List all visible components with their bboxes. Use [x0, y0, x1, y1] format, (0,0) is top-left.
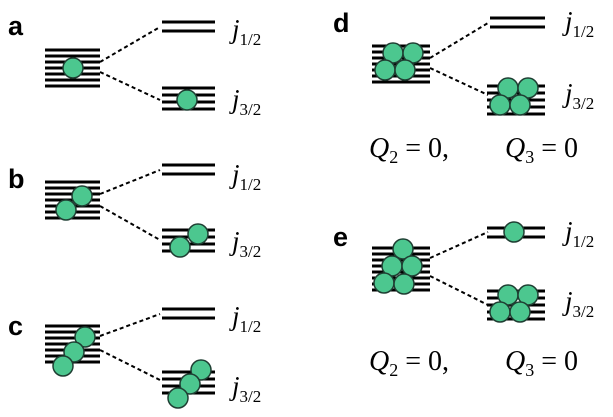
panel-label-b: b	[8, 164, 25, 194]
j12-label: j1/2	[229, 159, 261, 194]
particle	[74, 326, 96, 348]
j12-label: j1/2	[229, 14, 261, 49]
j12-label: j1/2	[562, 216, 594, 251]
particle	[401, 255, 423, 277]
particle	[167, 387, 189, 409]
particle	[52, 355, 74, 377]
particle	[489, 94, 511, 116]
transition-line-upper	[99, 313, 161, 337]
transition-line-upper	[429, 231, 489, 259]
particle	[176, 89, 198, 111]
j32-label: j3/2	[229, 371, 261, 406]
particle	[373, 272, 395, 294]
transition-line-upper	[99, 169, 161, 195]
j32-label: j3/2	[562, 78, 594, 113]
particle	[62, 57, 84, 79]
particle	[503, 221, 525, 243]
panel-a: a j1/2 j3/2	[8, 11, 261, 119]
transition-line-lower	[99, 205, 161, 241]
panel-label-d: d	[333, 8, 350, 38]
particle	[509, 94, 531, 116]
transition-line-upper	[429, 22, 489, 59]
quadrupole-constraint-d: Q2 = 0,Q3 = 0	[369, 133, 578, 167]
particle	[489, 301, 511, 323]
particle	[71, 185, 93, 207]
transition-line-lower	[99, 71, 161, 101]
particle	[179, 373, 201, 395]
transition-line-upper	[99, 26, 161, 63]
panel-d: d j1/2 j3/2 Q2 = 0,Q3 = 0	[333, 6, 594, 167]
particle	[55, 199, 77, 221]
panel-c: c j1/2 j3/2	[8, 301, 261, 409]
transition-line-lower	[429, 67, 489, 96]
j12-label: j1/2	[229, 301, 261, 336]
particle	[394, 59, 416, 81]
j12-level	[490, 16, 545, 29]
particle	[190, 359, 212, 381]
particle	[187, 223, 209, 245]
j32-label: j3/2	[229, 84, 261, 119]
panel-label-e: e	[333, 222, 348, 252]
j32-label: j3/2	[562, 286, 594, 321]
j12-level	[162, 20, 215, 33]
j12-level	[162, 307, 215, 320]
transition-line-lower	[99, 349, 161, 381]
particle	[393, 273, 415, 295]
panel-b: b j1/2 j3/2	[8, 159, 261, 261]
particle	[374, 59, 396, 81]
panel-label-a: a	[8, 11, 24, 41]
j12-level	[162, 163, 215, 176]
particle	[169, 236, 191, 258]
j12-label: j1/2	[562, 6, 594, 41]
panel-e: e j1/2 j3/2 Q2 = 0,Q3 = 0	[333, 216, 594, 380]
particle	[392, 238, 414, 260]
particle	[63, 341, 85, 363]
quadrupole-constraint-e: Q2 = 0,Q3 = 0	[369, 346, 578, 380]
j32-label: j3/2	[229, 226, 261, 261]
panel-label-c: c	[8, 311, 23, 341]
transition-line-lower	[429, 275, 489, 306]
particle	[509, 301, 531, 323]
